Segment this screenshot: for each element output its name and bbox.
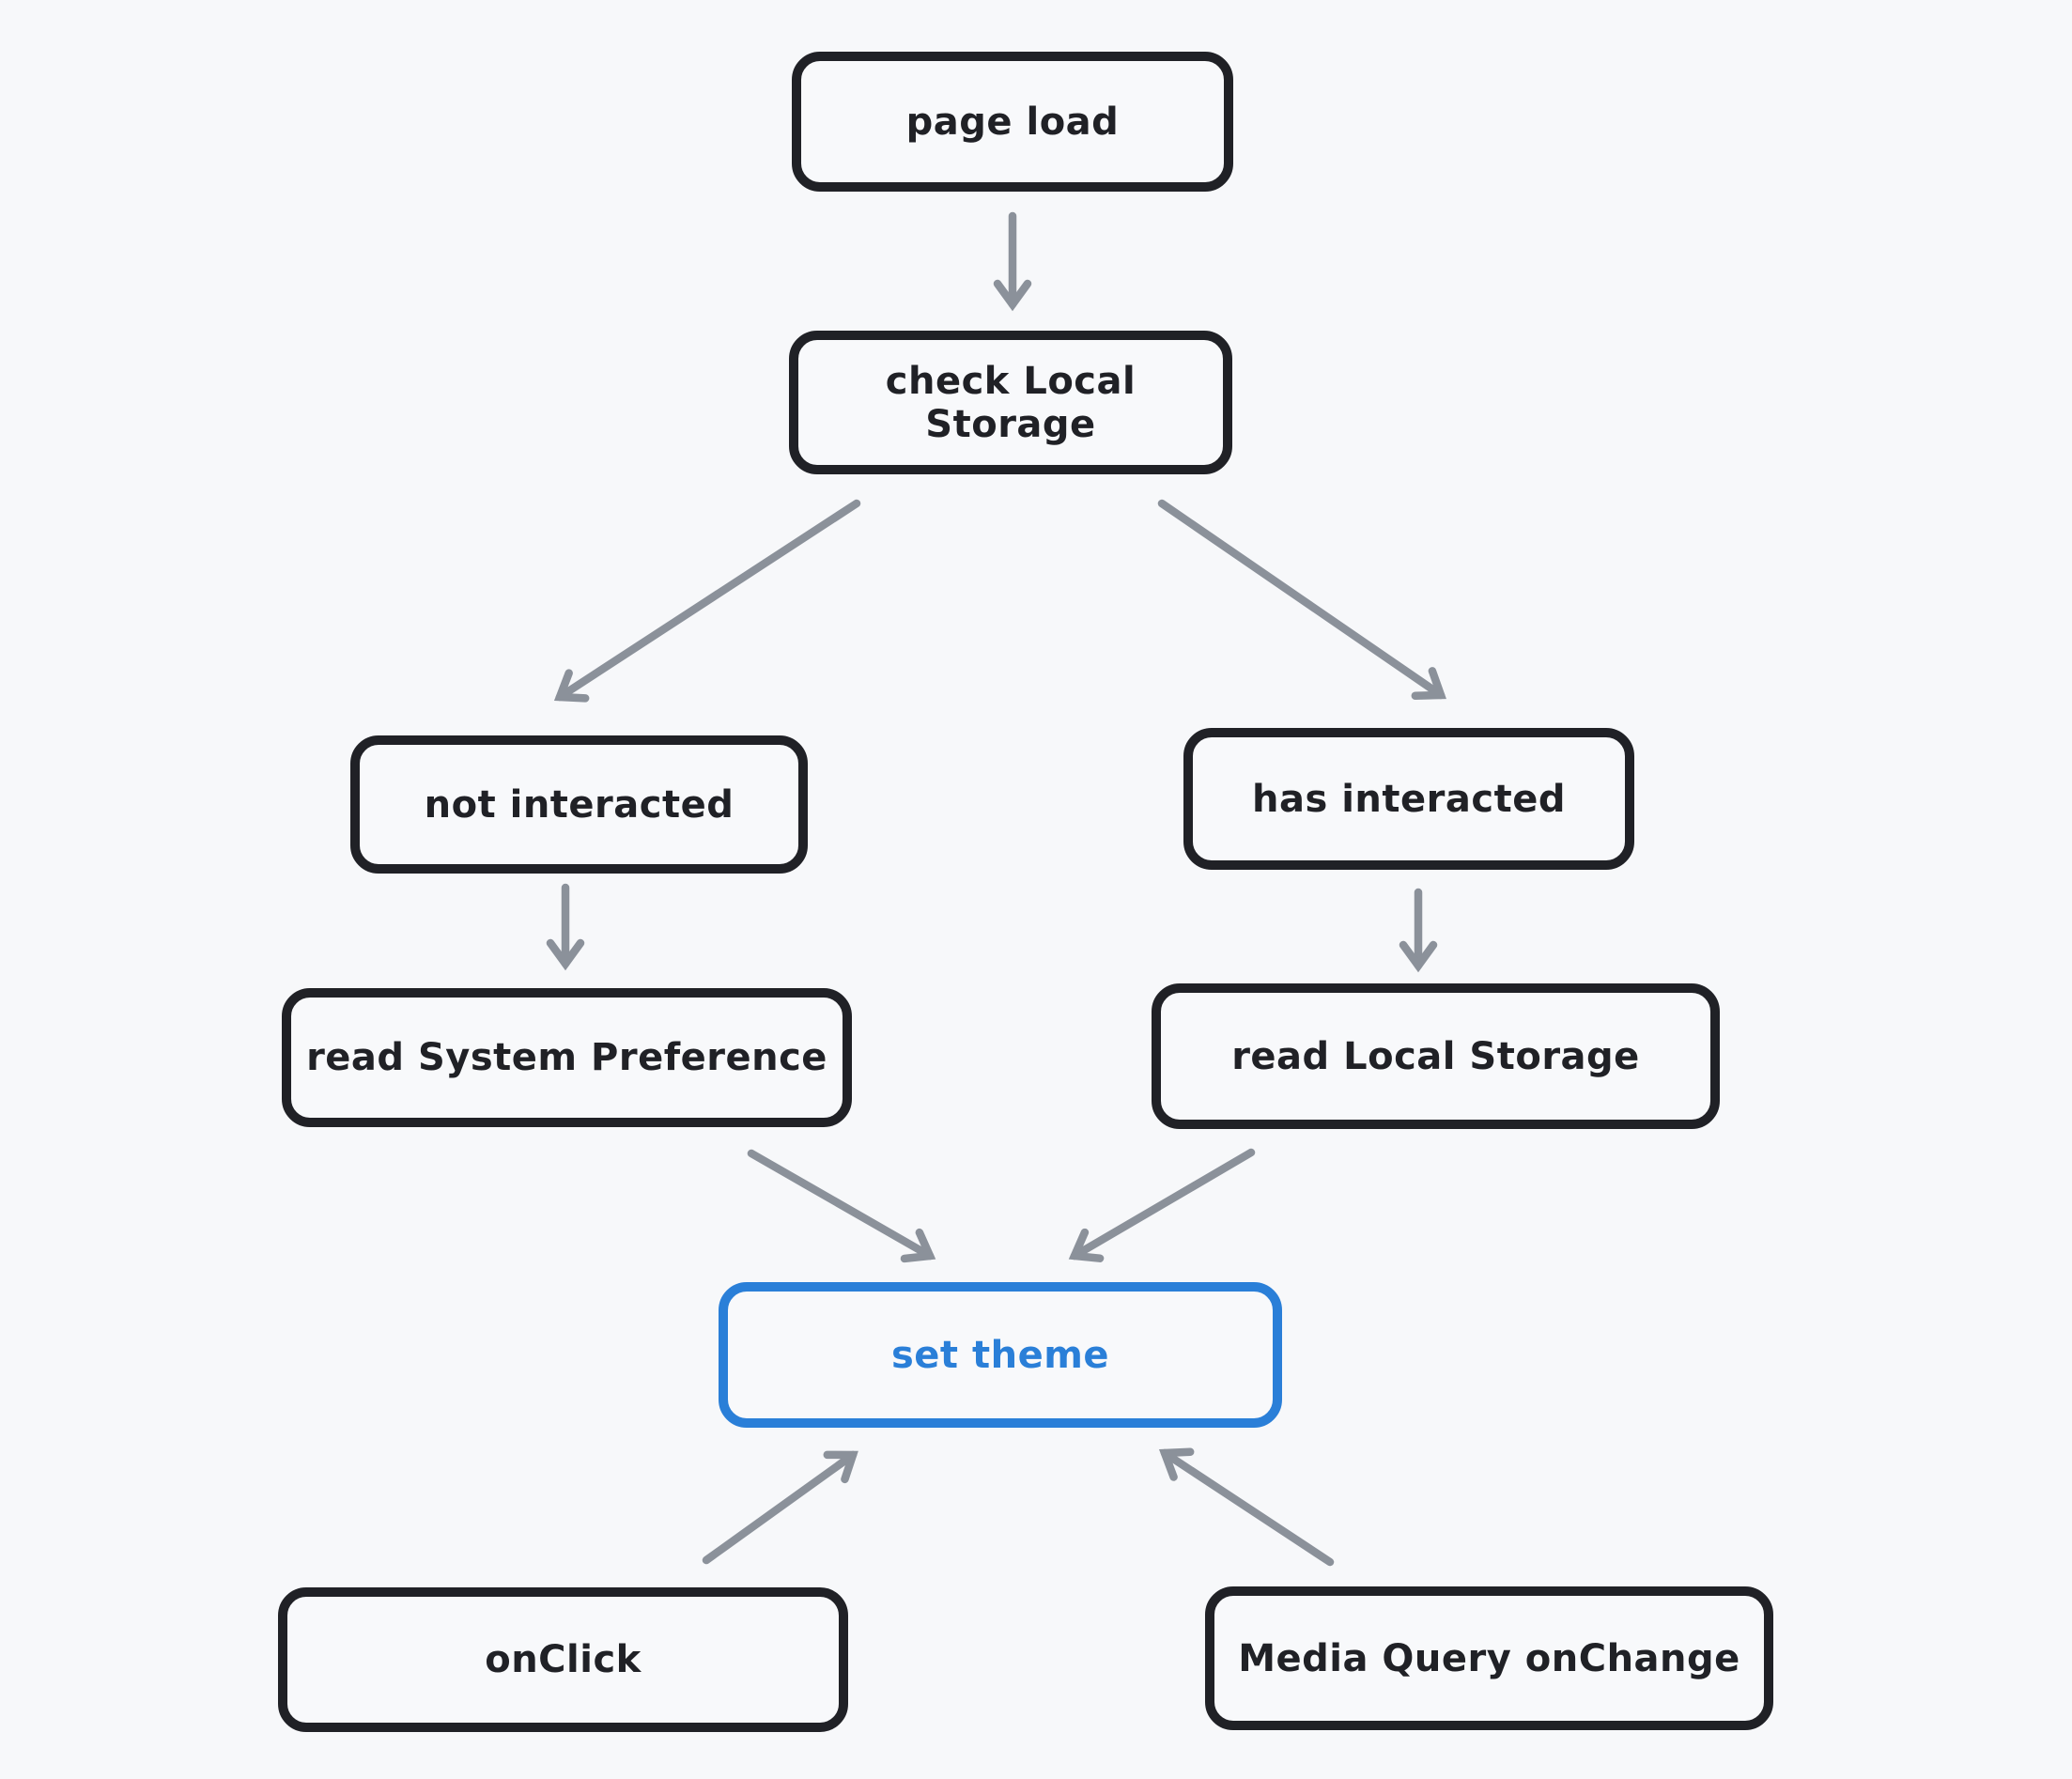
node-not-interacted-label: not interacted [424, 782, 734, 827]
node-page-load: page load [792, 52, 1233, 192]
node-check-local-storage-label: check Local Storage [885, 359, 1137, 446]
edge-check-local-storage-to-has-interacted [1157, 499, 1446, 700]
node-media-query-onchange-label: Media Query onChange [1238, 1636, 1740, 1680]
node-media-query-onchange: Media Query onChange [1205, 1586, 1773, 1730]
edge-read-system-preference-to-set-theme [747, 1149, 936, 1263]
node-read-system-preference: read System Preference [282, 988, 852, 1127]
node-on-click: onClick [278, 1587, 848, 1732]
edge-read-local-storage-to-set-theme [1068, 1148, 1256, 1262]
node-check-local-storage: check Local Storage [789, 331, 1232, 474]
node-has-interacted: has interacted [1183, 728, 1634, 870]
edge-media-query-onchange-to-set-theme [1158, 1447, 1335, 1567]
node-has-interacted-label: has interacted [1252, 777, 1566, 821]
node-set-theme: set theme [719, 1282, 1282, 1428]
node-read-system-preference-label: read System Preference [306, 1036, 827, 1079]
node-read-local-storage-label: read Local Storage [1231, 1034, 1640, 1078]
node-page-load-label: page load [905, 100, 1120, 144]
edge-check-local-storage-to-not-interacted [553, 499, 861, 703]
node-set-theme-label: set theme [890, 1333, 1110, 1377]
node-read-local-storage: read Local Storage [1152, 983, 1720, 1129]
edge-on-click-to-set-theme [702, 1450, 858, 1565]
node-not-interacted: not interacted [350, 735, 808, 874]
node-on-click-label: onClick [485, 1638, 642, 1681]
